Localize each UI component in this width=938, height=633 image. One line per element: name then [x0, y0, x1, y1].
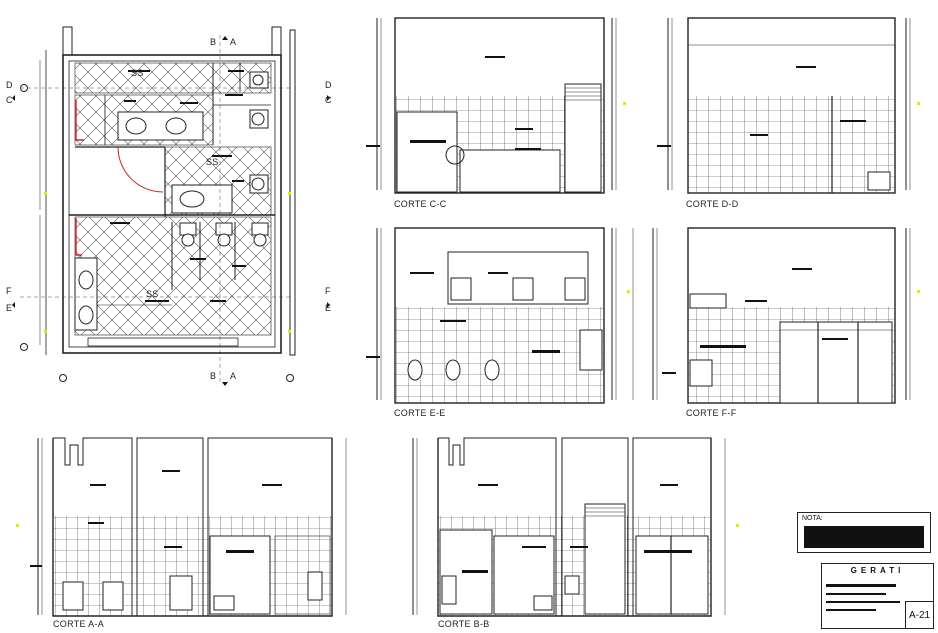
room-tag-ss-2: SS: [206, 157, 219, 167]
section-corte-f-f: [652, 227, 911, 404]
section-corte-b-b: [412, 437, 726, 617]
section-corte-d-d: [657, 17, 911, 194]
company-name: GERATI: [850, 566, 905, 575]
marker-a-top: A: [230, 37, 236, 47]
floor-plan: [12, 26, 330, 386]
note-title: NOTA:: [802, 515, 823, 522]
room-tag-ss-3: SS: [146, 289, 159, 299]
sheet-number: A-21: [905, 601, 933, 628]
section-label-corte-d-d: CORTE D-D: [686, 199, 739, 209]
marker-f-left: F: [6, 286, 12, 296]
marker-b-bottom: B: [210, 371, 216, 381]
section-corte-c-c: [366, 17, 617, 194]
title-block-rows: [826, 580, 906, 624]
section-label-corte-e-e: CORTE E-E: [394, 408, 446, 418]
section-label-corte-f-f: CORTE F-F: [686, 408, 737, 418]
marker-d-right: D: [325, 80, 332, 90]
title-block: GERATI A-21: [821, 563, 934, 629]
section-corte-a-a: [30, 437, 347, 617]
section-corte-e-e: [366, 227, 634, 404]
note-box: NOTA:: [797, 512, 931, 553]
marker-c-left: C: [6, 95, 13, 105]
note-text-redacted: [804, 526, 924, 548]
section-label-corte-c-c: CORTE C-C: [394, 199, 447, 209]
marker-a-bottom: A: [230, 371, 236, 381]
marker-b-top: B: [210, 37, 216, 47]
marker-e-left: E: [6, 303, 12, 313]
section-label-corte-a-a: CORTE A-A: [53, 619, 104, 629]
room-tag-ss-1: SS: [131, 68, 144, 78]
section-label-corte-b-b: CORTE B-B: [438, 619, 490, 629]
marker-f-right: F: [325, 286, 331, 296]
marker-e-right: E: [325, 303, 331, 313]
marker-c-right: C: [325, 95, 332, 105]
marker-d-left: D: [6, 80, 13, 90]
